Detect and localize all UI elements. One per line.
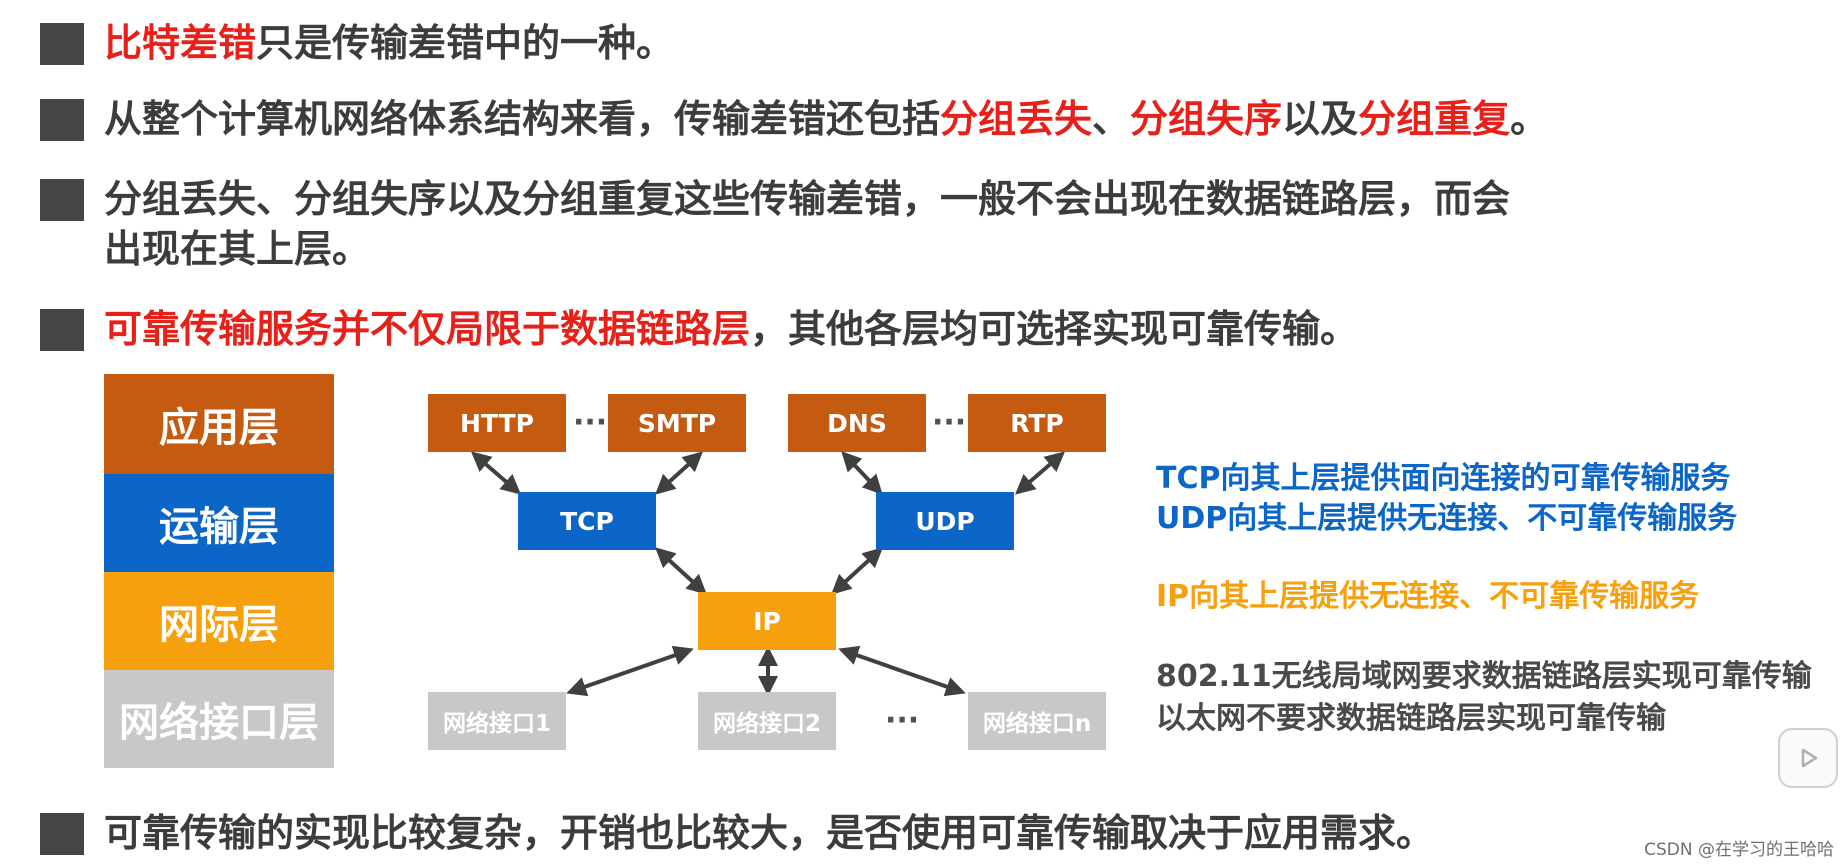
bullet-2-text-a: 从整个计算机网络体系结构来看，传输差错还包括: [104, 97, 941, 141]
note-ip: IP向其上层提供无连接、不可靠传输服务: [1156, 579, 1700, 614]
bullet-square-icon: [40, 309, 84, 351]
bullet-1-text: 只是传输差错中的一种。: [256, 21, 675, 65]
packet-disorder-highlight: 分组失序: [1130, 97, 1283, 141]
ip-box: IP: [698, 592, 836, 650]
ellipsis-nif: ···: [885, 703, 920, 738]
note-udp: UDP向其上层提供无连接、不可靠传输服务: [1156, 501, 1738, 536]
bullet-square-icon: [40, 179, 84, 221]
bullet-5-text: 可靠传输的实现比较复杂，开销也比较大，是否使用可靠传输取决于应用需求。: [104, 811, 1435, 855]
nif1-box: 网络接口1: [428, 692, 566, 750]
layer-application: 应用层: [104, 374, 334, 474]
bullet-2-text-b: 以及: [1282, 97, 1359, 141]
watermark: CSDN @在学习的王哈哈: [1644, 840, 1834, 860]
arrow-dns-udp: [841, 451, 883, 495]
packet-loss-highlight: 分组丢失: [940, 97, 1093, 141]
play-icon: [1801, 748, 1818, 768]
smtp-box: SMTP: [608, 394, 746, 452]
arrow-ip-nif1: [566, 645, 694, 697]
arrow-ip-nifn: [838, 645, 966, 697]
note-tcp: TCP向其上层提供面向连接的可靠传输服务: [1156, 461, 1731, 496]
layer-internet: 网际层: [104, 572, 334, 670]
bit-error-highlight: 比特差错: [104, 21, 257, 65]
layer-network-interface: 网络接口层: [104, 670, 334, 768]
bullet-square-icon: [40, 99, 84, 141]
packet-duplicate-highlight: 分组重复: [1358, 97, 1511, 141]
arrow-tcp-ip: [655, 547, 707, 595]
bullet-3-line-2: 出现在其上层。: [104, 227, 371, 271]
ellipsis-app-2: ···: [932, 405, 967, 440]
udp-box: UDP: [876, 492, 1014, 550]
nif2-box: 网络接口2: [698, 692, 836, 750]
arrow-http-tcp: [470, 451, 522, 495]
note-ethernet: 以太网不要求数据链路层实现可靠传输: [1156, 701, 1666, 736]
bullet-2-sep: 、: [1092, 97, 1131, 141]
nifn-box: 网络接口n: [968, 692, 1106, 750]
ellipsis-app-1: ···: [573, 405, 608, 440]
rtp-box: RTP: [968, 394, 1106, 452]
arrow-rtp-udp: [1014, 451, 1066, 495]
bullet-square-icon: [40, 813, 84, 855]
play-button[interactable]: [1778, 728, 1838, 788]
reliable-transfer-highlight: 可靠传输服务并不仅局限于数据链路层: [104, 307, 751, 351]
bullet-4-text: ，其他各层均可选择实现可靠传输。: [750, 307, 1359, 351]
http-box: HTTP: [428, 394, 566, 452]
bullet-2-end: 。: [1510, 97, 1549, 141]
tcp-box: TCP: [518, 492, 656, 550]
layer-transport: 运输层: [104, 474, 334, 572]
arrow-smtp-tcp: [655, 451, 703, 495]
dns-box: DNS: [788, 394, 926, 452]
bullet-square-icon: [40, 23, 84, 65]
note-wlan: 802.11无线局域网要求数据链路层实现可靠传输: [1156, 659, 1812, 694]
arrow-udp-ip: [831, 547, 883, 595]
bullet-3-line-1: 分组丢失、分组失序以及分组重复这些传输差错，一般不会出现在数据链路层，而会: [104, 177, 1511, 221]
